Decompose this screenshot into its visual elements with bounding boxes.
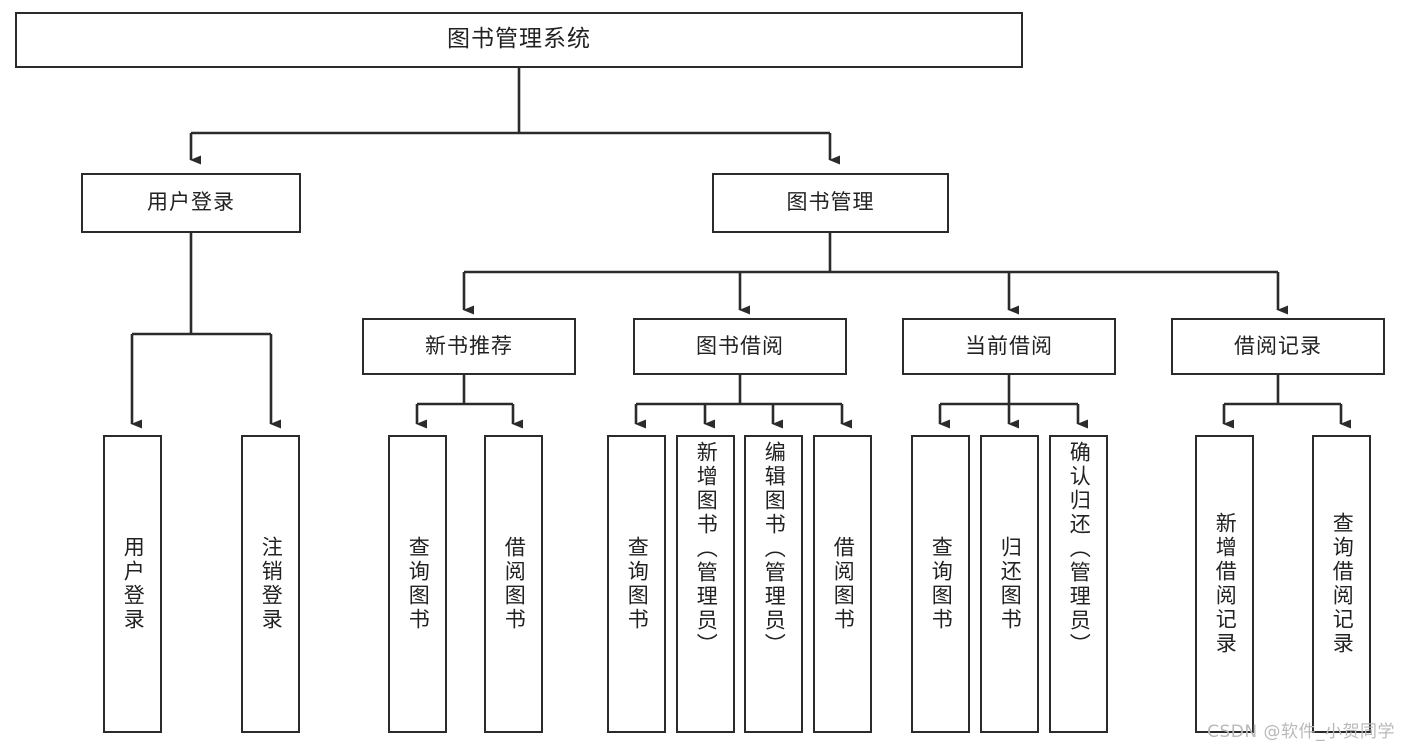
node-leaf-add-borrow-record[interactable]: 新增借阅记录	[1195, 435, 1254, 733]
node-label: 借阅图书	[502, 536, 527, 632]
node-label: 借阅图书	[831, 536, 856, 632]
node-label: 注销登录	[259, 536, 284, 632]
node-label: 编辑图书（管理员）	[762, 441, 787, 657]
node-leaf-recommend-borrow-book[interactable]: 借阅图书	[484, 435, 543, 733]
node-label: 新增图书（管理员）	[694, 441, 719, 657]
node-leaf-add-book-admin[interactable]: 新增图书（管理员）	[676, 435, 735, 733]
node-leaf-query-borrow-record[interactable]: 查询借阅记录	[1312, 435, 1371, 733]
node-label: 归还图书	[998, 536, 1023, 632]
node-label: 确认归还（管理员）	[1067, 441, 1092, 657]
node-label: 当前借阅	[965, 333, 1053, 358]
node-label: 查询图书	[406, 536, 431, 632]
node-label: 新增借阅记录	[1213, 512, 1238, 656]
node-label: 用户登录	[147, 190, 235, 215]
node-leaf-user-logout[interactable]: 注销登录	[241, 435, 300, 733]
node-leaf-recommend-query-book[interactable]: 查询图书	[388, 435, 447, 733]
node-label: 图书借阅	[696, 333, 784, 358]
node-root-system[interactable]: 图书管理系统	[15, 12, 1023, 68]
node-leaf-user-login[interactable]: 用户登录	[103, 435, 162, 733]
node-user-login[interactable]: 用户登录	[81, 173, 301, 233]
node-label: 新书推荐	[425, 333, 513, 358]
node-book-borrow[interactable]: 图书借阅	[633, 318, 847, 375]
node-current-borrow[interactable]: 当前借阅	[902, 318, 1116, 375]
node-leaf-return-book[interactable]: 归还图书	[980, 435, 1039, 733]
node-borrow-record[interactable]: 借阅记录	[1171, 318, 1385, 375]
watermark-text: CSDN @软件_小贺同学	[1207, 722, 1395, 742]
node-leaf-confirm-return-admin[interactable]: 确认归还（管理员）	[1049, 435, 1108, 733]
node-leaf-current-query-book[interactable]: 查询图书	[911, 435, 970, 733]
node-leaf-borrow-query-book[interactable]: 查询图书	[607, 435, 666, 733]
node-label: 查询借阅记录	[1330, 512, 1355, 656]
node-label: 查询图书	[929, 536, 954, 632]
node-label: 图书管理	[786, 190, 875, 215]
node-label: 借阅记录	[1234, 333, 1322, 358]
node-label: 图书管理系统	[447, 26, 591, 53]
node-book-manage[interactable]: 图书管理	[712, 173, 949, 233]
node-leaf-edit-book-admin[interactable]: 编辑图书（管理员）	[744, 435, 803, 733]
node-new-book-recommendation[interactable]: 新书推荐	[362, 318, 576, 375]
node-label: 查询图书	[625, 536, 650, 632]
node-label: 用户登录	[121, 536, 146, 632]
node-leaf-borrow-take-book[interactable]: 借阅图书	[813, 435, 872, 733]
